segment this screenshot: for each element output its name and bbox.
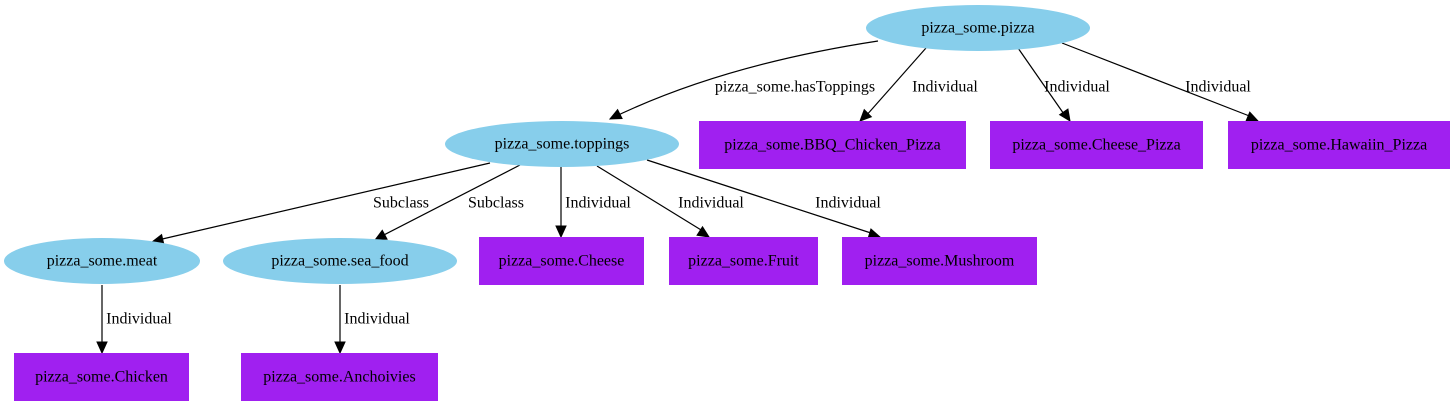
individual-node-shape <box>1228 121 1450 169</box>
node-meat[interactable]: pizza_some.meat <box>4 238 200 284</box>
node-label: pizza_some.Mushroom <box>865 253 1015 270</box>
node-label: pizza_some.Cheese_Pizza <box>1012 137 1180 154</box>
node-label: pizza_some.Hawaiin_Pizza <box>1251 137 1427 154</box>
node-label: pizza_some.BBQ_Chicken_Pizza <box>724 137 940 154</box>
node-fruit[interactable]: pizza_some.Fruit <box>669 237 818 285</box>
edge-line <box>609 40 879 120</box>
edge-label: Individual <box>106 311 172 328</box>
node-anchoivies[interactable]: pizza_some.Anchoivies <box>241 353 438 401</box>
edge-meat-to-chicken <box>96 285 108 355</box>
edge-line <box>157 162 491 241</box>
edge-line <box>1017 47 1067 118</box>
arrowhead <box>1245 111 1260 122</box>
node-label: pizza_some.Fruit <box>688 253 799 270</box>
arrowhead <box>696 225 711 238</box>
arrowhead <box>96 341 108 355</box>
node-hawaiin[interactable]: pizza_some.Hawaiin_Pizza <box>1228 121 1450 169</box>
edge-pizza-to-toppings <box>608 40 879 120</box>
edge-toppings-to-cheese <box>555 167 567 239</box>
individual-node-shape <box>699 121 966 169</box>
node-bbq[interactable]: pizza_some.BBQ_Chicken_Pizza <box>699 121 966 169</box>
node-cheese-pizza[interactable]: pizza_some.Cheese_Pizza <box>990 121 1203 169</box>
edge-label: Individual <box>815 195 881 212</box>
arrowhead <box>1058 108 1071 122</box>
edge-toppings-to-meat <box>150 162 491 246</box>
edge-label: Individual <box>1044 79 1110 96</box>
edge-label: Subclass <box>373 195 429 212</box>
node-label: pizza_some.sea_food <box>271 253 408 270</box>
node-label: pizza_some.toppings <box>495 136 630 153</box>
individual-node-shape <box>14 353 189 401</box>
node-label: pizza_some.pizza <box>921 20 1034 37</box>
node-mushroom[interactable]: pizza_some.Mushroom <box>842 237 1037 285</box>
individual-node-shape <box>842 237 1037 285</box>
edge-label: pizza_some.hasToppings <box>715 79 875 96</box>
arrowhead <box>608 108 623 120</box>
edge-label: Individual <box>912 79 978 96</box>
edge-label: Individual <box>678 195 744 212</box>
edge-label: Individual <box>1185 79 1251 96</box>
arrowhead <box>373 229 388 241</box>
edge-sea_food-to-anchoivies <box>334 285 346 355</box>
edge-line <box>1061 42 1253 118</box>
class-node-shape <box>4 238 200 284</box>
edge-line <box>864 47 927 118</box>
arrowhead <box>859 108 873 122</box>
node-toppings[interactable]: pizza_some.toppings <box>445 121 679 167</box>
node-chicken[interactable]: pizza_some.Chicken <box>14 353 189 401</box>
node-label: pizza_some.meat <box>47 253 158 270</box>
node-label: pizza_some.Cheese <box>499 253 625 270</box>
edge-toppings-to-fruit <box>596 165 711 238</box>
edge-pizza-to-cheese_pizza <box>1017 47 1071 122</box>
edge-line <box>379 164 521 238</box>
edge-pizza-to-bbq <box>859 47 927 122</box>
edge-label: Individual <box>344 311 410 328</box>
individual-node-shape <box>669 237 818 285</box>
class-node-shape <box>223 238 457 284</box>
class-node-shape <box>866 5 1090 51</box>
node-cheese[interactable]: pizza_some.Cheese <box>479 237 644 285</box>
node-label: pizza_some.Chicken <box>35 369 168 386</box>
edge-label: Subclass <box>468 195 524 212</box>
node-label: pizza_some.Anchoivies <box>263 369 415 386</box>
node-sea-food[interactable]: pizza_some.sea_food <box>223 238 457 284</box>
individual-node-shape <box>990 121 1203 169</box>
individual-node-shape <box>479 237 644 285</box>
arrowhead <box>555 225 567 239</box>
individual-node-shape <box>241 353 438 401</box>
edge-line <box>646 159 875 235</box>
edge-line <box>596 165 707 234</box>
arrowhead <box>334 341 346 355</box>
edge-label: Individual <box>565 195 631 212</box>
class-node-shape <box>445 121 679 167</box>
node-pizza[interactable]: pizza_some.pizza <box>866 5 1090 51</box>
